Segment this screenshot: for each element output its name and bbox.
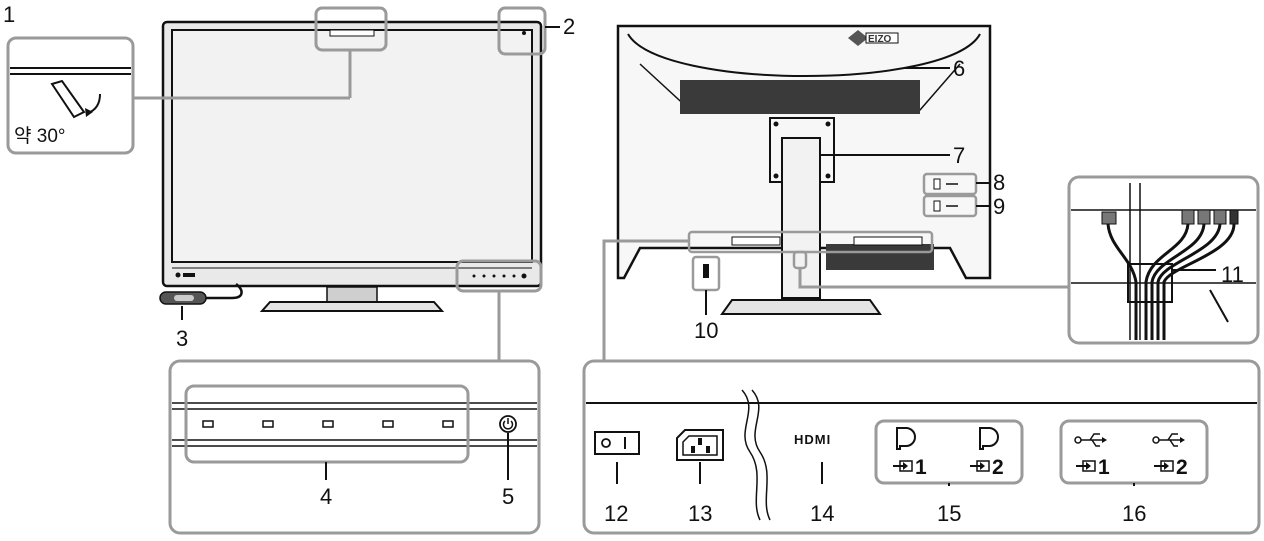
- usb-icon: [1152, 433, 1185, 447]
- displayport-ports: 1 2: [874, 419, 1024, 486]
- power-icon: [499, 415, 517, 433]
- callout-12: 12: [604, 501, 628, 526]
- callout-14: 14: [810, 501, 834, 526]
- callout-3: 3: [176, 326, 188, 351]
- svg-text:1: 1: [915, 456, 927, 479]
- callout-13: 13: [688, 501, 712, 526]
- usb-ports: 1 2: [1059, 419, 1209, 486]
- rear-connectors-detail: HDMI 1 2: [582, 359, 1261, 535]
- front-buttons-detail: [168, 359, 541, 535]
- svg-text:HDMI: HDMI: [794, 432, 831, 447]
- callout-11: 11: [1221, 262, 1244, 287]
- callout-8: 8: [993, 170, 1005, 195]
- input-arrow-icon: [1154, 460, 1174, 472]
- svg-text:1: 1: [1098, 456, 1110, 479]
- callout-9: 9: [993, 194, 1005, 219]
- callout-2: 2: [563, 14, 575, 39]
- svg-text:EIZO: EIZO: [868, 34, 892, 45]
- callout-10: 10: [694, 318, 718, 343]
- callout-1: 1: [3, 2, 15, 27]
- remote-controller: [159, 283, 243, 305]
- callout-6: 6: [953, 56, 965, 81]
- front-button-dots: [472, 273, 527, 279]
- tilt-callout: [6, 36, 135, 155]
- svg-text:2: 2: [1176, 456, 1188, 479]
- tilt-angle-caption: 약 30°: [14, 125, 66, 147]
- hdmi-port: HDMI: [794, 432, 831, 484]
- input-arrow-icon: [893, 460, 913, 472]
- callout-4: 4: [320, 484, 332, 509]
- input-arrow-icon: [1076, 460, 1096, 472]
- vent-grille: [680, 80, 934, 270]
- svg-text:2: 2: [992, 456, 1004, 479]
- front-monitor: [133, 6, 560, 361]
- power-switch: [594, 431, 640, 484]
- usb-icon: [1074, 433, 1107, 447]
- callout-16: 16: [1122, 501, 1146, 526]
- power-connector: [676, 429, 724, 484]
- cable-holder-detail: [1067, 175, 1260, 345]
- callout-7: 7: [953, 143, 965, 168]
- callout-15: 15: [937, 501, 961, 526]
- eizo-logo: EIZO: [848, 30, 899, 46]
- back-monitor: EIZO: [602, 24, 1069, 361]
- input-arrow-icon: [970, 460, 990, 472]
- callout-5: 5: [502, 484, 514, 509]
